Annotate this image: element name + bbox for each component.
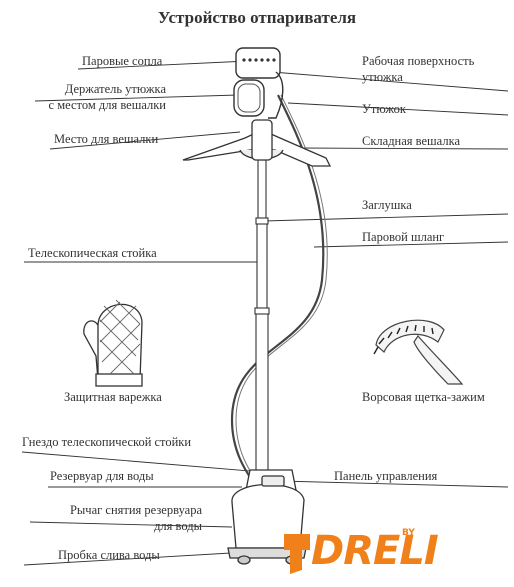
mitten-shape	[83, 299, 143, 387]
base-shape	[227, 469, 307, 565]
label-iron-surface-1: Рабочая поверхность	[362, 54, 475, 68]
logo-text: DRELI	[311, 528, 439, 574]
leader-hanger-place	[49, 131, 241, 150]
leader-tank-lever	[29, 521, 233, 528]
logo-by: BY	[402, 528, 415, 538]
label-tank-lever-1: Рычаг снятия резервуара	[69, 503, 202, 517]
hanger-shape	[182, 119, 332, 167]
diagram-title: Устройство отпаривателя	[157, 8, 357, 27]
label-plug: Заглушка	[362, 198, 412, 212]
leader-iron-holder	[34, 94, 239, 102]
label-brush-clip: Ворсовая щетка-зажим	[362, 390, 485, 404]
label-hanger-place: Место для вешалки	[54, 132, 159, 146]
telescopic-pole-shape	[254, 159, 270, 473]
label-mitten: Защитная варежка	[64, 390, 162, 404]
iron-holder-shape	[233, 79, 265, 117]
leader-steam-hose	[313, 241, 509, 248]
label-iron-holder-2: с местом для вешалки	[48, 98, 166, 112]
label-water-tank: Резервуар для воды	[50, 469, 154, 483]
label-telescopic-pole: Телескопическая стойка	[28, 246, 157, 260]
leader-iron-surface	[271, 71, 509, 92]
leader-iron	[287, 102, 509, 116]
label-steam-hose: Паровой шланг	[362, 230, 445, 244]
label-pole-socket: Гнездо телескопической стойки	[22, 435, 192, 449]
leader-steam-nozzles	[77, 60, 249, 70]
dreli-logo: DRELI BY	[280, 526, 510, 582]
label-steam-nozzles: Паровые сопла	[82, 54, 163, 68]
leader-control-panel	[279, 480, 509, 488]
label-folding-hanger: Складная вешалка	[362, 134, 460, 148]
leader-drain-plug	[23, 551, 249, 566]
iron-head-shape	[235, 47, 284, 119]
label-drain-plug: Пробка слива воды	[58, 548, 160, 562]
brush-clip-shape	[373, 319, 464, 385]
label-iron-surface-2: утюжка	[362, 70, 403, 84]
logo-drill-mark	[284, 534, 310, 574]
leader-folding-hanger	[299, 147, 509, 150]
leader-pole-socket	[21, 451, 263, 473]
label-iron: Утюжок	[362, 102, 406, 116]
leader-plug	[263, 213, 509, 222]
label-control-panel: Панель управления	[334, 469, 438, 483]
label-tank-lever-2: для воды	[154, 519, 202, 533]
label-iron-holder-1: Держатель утюжка	[64, 82, 166, 96]
